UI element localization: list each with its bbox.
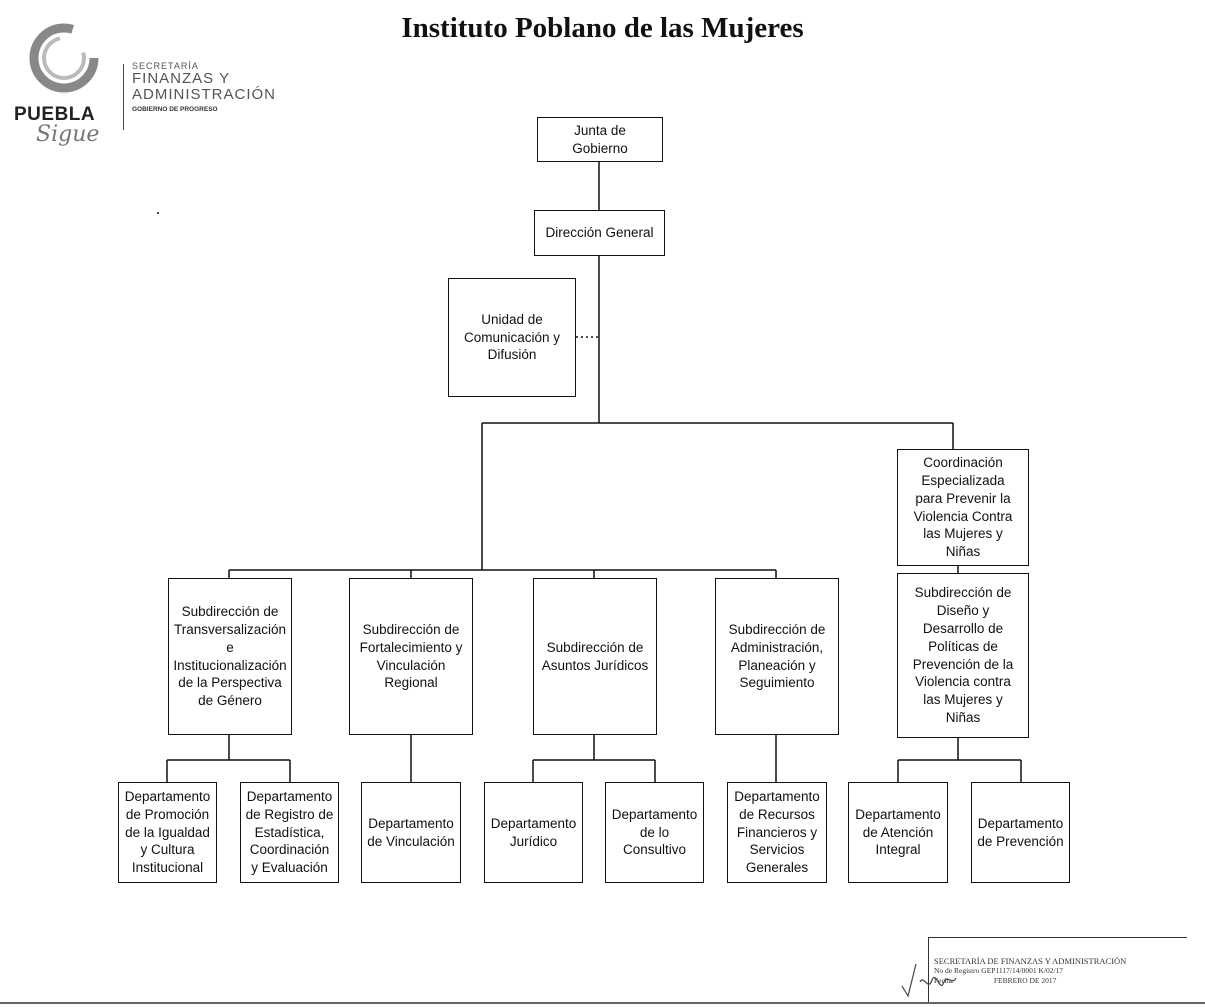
org-box-dep-vinculacion: Departamento de Vinculación	[361, 782, 461, 883]
stamp-fecha-label: Fecha:	[934, 976, 954, 985]
stamp-registro: No de Registro GEP1117/14/0001 K/02/17	[934, 966, 1063, 975]
org-box-coordinacion: Coordinación Especializada para Prevenir…	[897, 449, 1029, 566]
org-box-sub-administracion: Subdirección de Administración, Planeaci…	[715, 578, 839, 735]
stamp-fecha: Fecha: FEBRERO DE 2017	[934, 976, 1056, 985]
org-box-direccion-general: Dirección General	[534, 210, 665, 256]
sigue-tagline: Sigue	[36, 122, 100, 147]
org-box-dep-juridico: Departamento Jurídico	[484, 782, 583, 883]
org-box-sub-juridicos: Subdirección de Asuntos Jurídicos	[533, 578, 657, 735]
stamp-secretaria: SECRETARÍA DE FINANZAS Y ADMINISTRACIÓN	[934, 956, 1127, 966]
puebla-logo: PUEBLA Sigue SECRETARÍA FINANZAS Y ADMIN…	[14, 20, 284, 160]
secretaria-line2: ADMINISTRACIÓN	[132, 86, 277, 103]
org-box-dep-promocion: Departamento de Promoción de la Igualdad…	[118, 782, 217, 883]
registration-stamp: SECRETARÍA DE FINANZAS Y ADMINISTRACIÓN …	[928, 937, 1187, 1004]
org-box-sub-transversalizacion: Subdirección de Transversalización e Ins…	[168, 578, 292, 735]
puebla-wordmark: PUEBLA	[14, 104, 96, 125]
org-box-junta-de-gobierno: Junta de Gobierno	[537, 117, 663, 162]
org-box-dep-recursos: Departamento de Recursos Financieros y S…	[727, 782, 827, 883]
org-box-unidad-comunicacion: Unidad de Comunicación y Difusión	[448, 278, 576, 397]
signature-scribble-icon	[901, 963, 957, 998]
circle-emblem-icon	[29, 23, 99, 93]
org-box-sub-diseno: Subdirección de Diseño y Desarrollo de P…	[897, 573, 1029, 738]
secretaria-label: SECRETARÍA	[132, 61, 199, 71]
stamp-registro-value: GEP1117/14/0001 K/02/17	[981, 966, 1064, 975]
speck	[157, 212, 159, 214]
org-box-dep-atencion: Departamento de Atención Integral	[848, 782, 948, 883]
bottom-rule	[0, 1002, 1205, 1004]
gobierno-label: GOBIERNO DE PROGRESO	[132, 106, 218, 113]
page-title: Instituto Poblano de las Mujeres	[401, 12, 804, 44]
secretaria-line1: FINANZAS Y	[132, 70, 231, 87]
org-box-dep-registro: Departamento de Registro de Estadística,…	[240, 782, 339, 883]
org-box-sub-fortalecimiento: Subdirección de Fortalecimiento y Vincul…	[349, 578, 473, 735]
stamp-fecha-value: FEBRERO DE 2017	[993, 976, 1057, 985]
stamp-registro-label: No de Registro	[934, 966, 980, 975]
org-box-dep-prevencion: Departamento de Prevención	[971, 782, 1070, 883]
logo-divider	[123, 64, 124, 130]
org-box-dep-consultivo: Departamento de lo Consultivo	[605, 782, 704, 883]
